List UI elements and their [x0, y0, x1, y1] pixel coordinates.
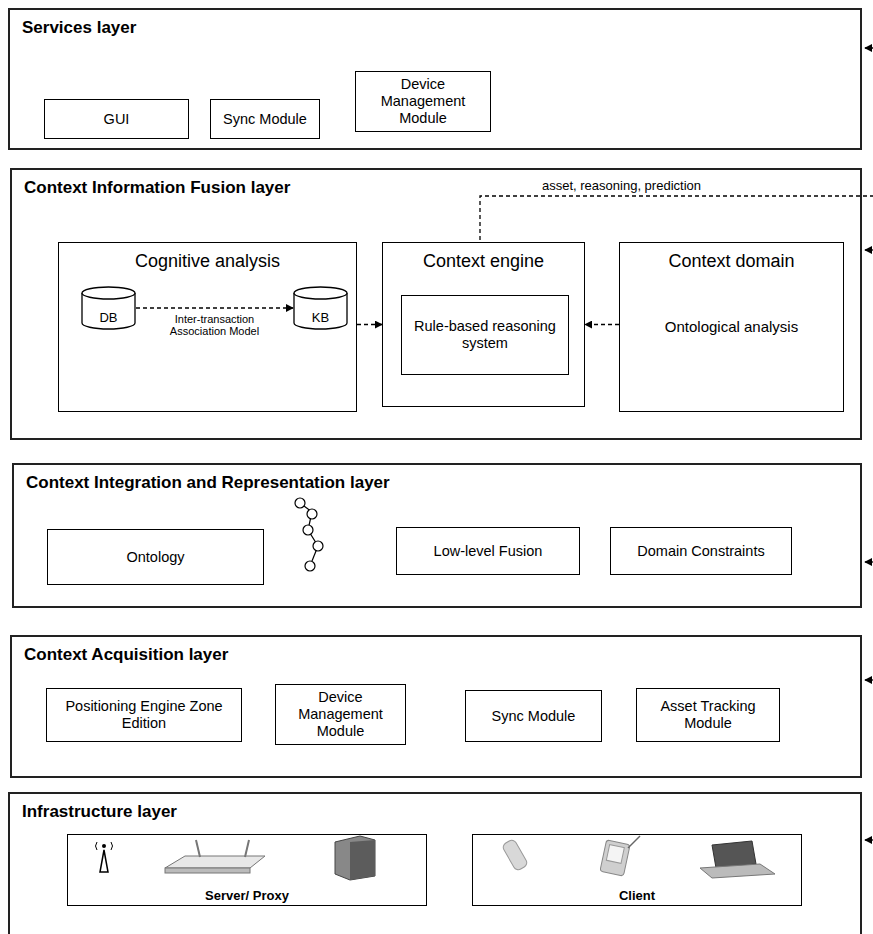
- chain-icon: [295, 498, 323, 571]
- pda-icon: [600, 840, 630, 876]
- layer-title: Infrastructure layer: [22, 802, 177, 822]
- domain-group: Context domainOntological analysis: [619, 242, 844, 412]
- router-icon: [165, 868, 250, 873]
- layer-band: Infrastructure layerServer/ Proxy Client: [8, 792, 862, 934]
- cylinder-top: [82, 287, 135, 299]
- module-box: Low-level Fusion: [396, 527, 580, 575]
- server-icons: [96, 836, 376, 880]
- router-icon: [196, 840, 200, 857]
- module-box: Domain Constraints: [610, 527, 792, 575]
- device-label: Client: [619, 888, 655, 903]
- side-arrow: [865, 839, 873, 840]
- chain-node: [307, 509, 317, 519]
- layer-title: Context Acquisition layer: [24, 645, 228, 665]
- side-arrows: [480, 48, 873, 840]
- layer-band: Context Acquisition layerPositioning Eng…: [10, 635, 862, 778]
- box-label: Low-level Fusion: [434, 543, 543, 560]
- box-label: Device Management Module: [362, 76, 484, 126]
- antenna-icon: [100, 850, 108, 872]
- box-label: Device Management Module: [282, 689, 399, 739]
- store-label: DB: [99, 310, 117, 325]
- router-icon: [165, 856, 265, 868]
- output-line: [480, 196, 873, 240]
- laptop-icon: [700, 864, 775, 878]
- dashed-arrow: [357, 324, 382, 325]
- server-tower-icon: [350, 840, 375, 880]
- box-label: Sync Module: [492, 708, 576, 725]
- module-box: Sync Module: [465, 690, 602, 742]
- group-title: Context domain: [668, 251, 794, 272]
- module-box: GUI: [44, 99, 189, 139]
- layer-title: Services layer: [22, 18, 136, 38]
- group-title: Cognitive analysis: [135, 251, 280, 272]
- pda-icon: [606, 845, 624, 864]
- dashed-arrow: [136, 307, 293, 308]
- box-label: Ontology: [126, 549, 184, 566]
- module-box: Asset Tracking Module: [636, 688, 780, 742]
- line-label: asset, reasoning, prediction: [540, 178, 703, 193]
- laptop-icon: [712, 841, 756, 868]
- pda-icon: [628, 836, 640, 848]
- database-cylinder: KB: [293, 286, 348, 330]
- antenna-icon: [96, 842, 113, 850]
- reasoning-box: Rule-based reasoning system: [401, 295, 569, 375]
- edge-label: Inter-transaction Association Model: [159, 313, 271, 337]
- chain-node: [313, 541, 323, 551]
- cylinder-top: [294, 287, 347, 299]
- module-box: Device Management Module: [275, 684, 406, 745]
- side-arrow: [865, 249, 873, 250]
- box-label: Asset Tracking Module: [643, 698, 773, 731]
- dashed-arrow: [585, 324, 619, 325]
- side-arrow: [865, 561, 873, 562]
- antenna-icon: [102, 844, 106, 848]
- box-label: Positioning Engine Zone Edition: [53, 698, 235, 731]
- box-label: Sync Module: [223, 111, 307, 128]
- module-box: Sync Module: [210, 99, 320, 139]
- box-label: GUI: [104, 111, 130, 128]
- module-box: Positioning Engine Zone Edition: [46, 688, 242, 742]
- phone-icon: [501, 839, 528, 872]
- engine-group: Context engineRule-based reasoning syste…: [382, 242, 585, 407]
- layer-title: Context Integration and Representation l…: [26, 473, 390, 493]
- layer-band: Context Integration and Representation l…: [12, 463, 862, 608]
- box-label: Rule-based reasoning system: [408, 318, 562, 351]
- database-cylinder: DB: [81, 286, 136, 330]
- chain-node: [303, 525, 313, 535]
- module-box: Device Management Module: [355, 71, 491, 132]
- module-box: Ontology: [47, 529, 264, 585]
- box-label: Domain Constraints: [637, 543, 764, 560]
- router-icon: [245, 840, 249, 857]
- chain-node: [305, 561, 315, 571]
- device-group-box: Client: [472, 834, 802, 906]
- side-arrow: [865, 679, 873, 680]
- layer-title: Context Information Fusion layer: [24, 178, 290, 198]
- layer-band: Services layerGUI Sync Module Device Manag…: [8, 8, 862, 150]
- group-body: Ontological analysis: [655, 272, 808, 411]
- layer-band: Context Information Fusion layerCognitiv…: [10, 168, 862, 440]
- store-label: KB: [312, 310, 329, 325]
- device-label: Server/ Proxy: [205, 888, 289, 903]
- chain-node: [295, 498, 305, 508]
- client-icons: [501, 836, 775, 878]
- side-arrow: [865, 47, 873, 48]
- device-group-box: Server/ Proxy: [67, 834, 427, 906]
- server-tower-icon: [335, 836, 375, 880]
- group-title: Context engine: [423, 251, 544, 272]
